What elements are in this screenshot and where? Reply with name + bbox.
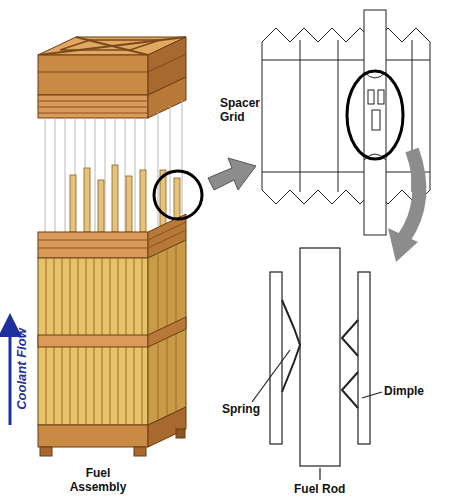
part-label: Fuel Rod — [294, 482, 354, 496]
flow-label: Coolant Flow — [15, 319, 29, 419]
part-label: Fuel Assembly — [58, 466, 138, 494]
part-label: Spring — [222, 402, 272, 416]
part-label: Dimple — [384, 384, 440, 398]
part-label: Spacer Grid — [220, 96, 266, 124]
